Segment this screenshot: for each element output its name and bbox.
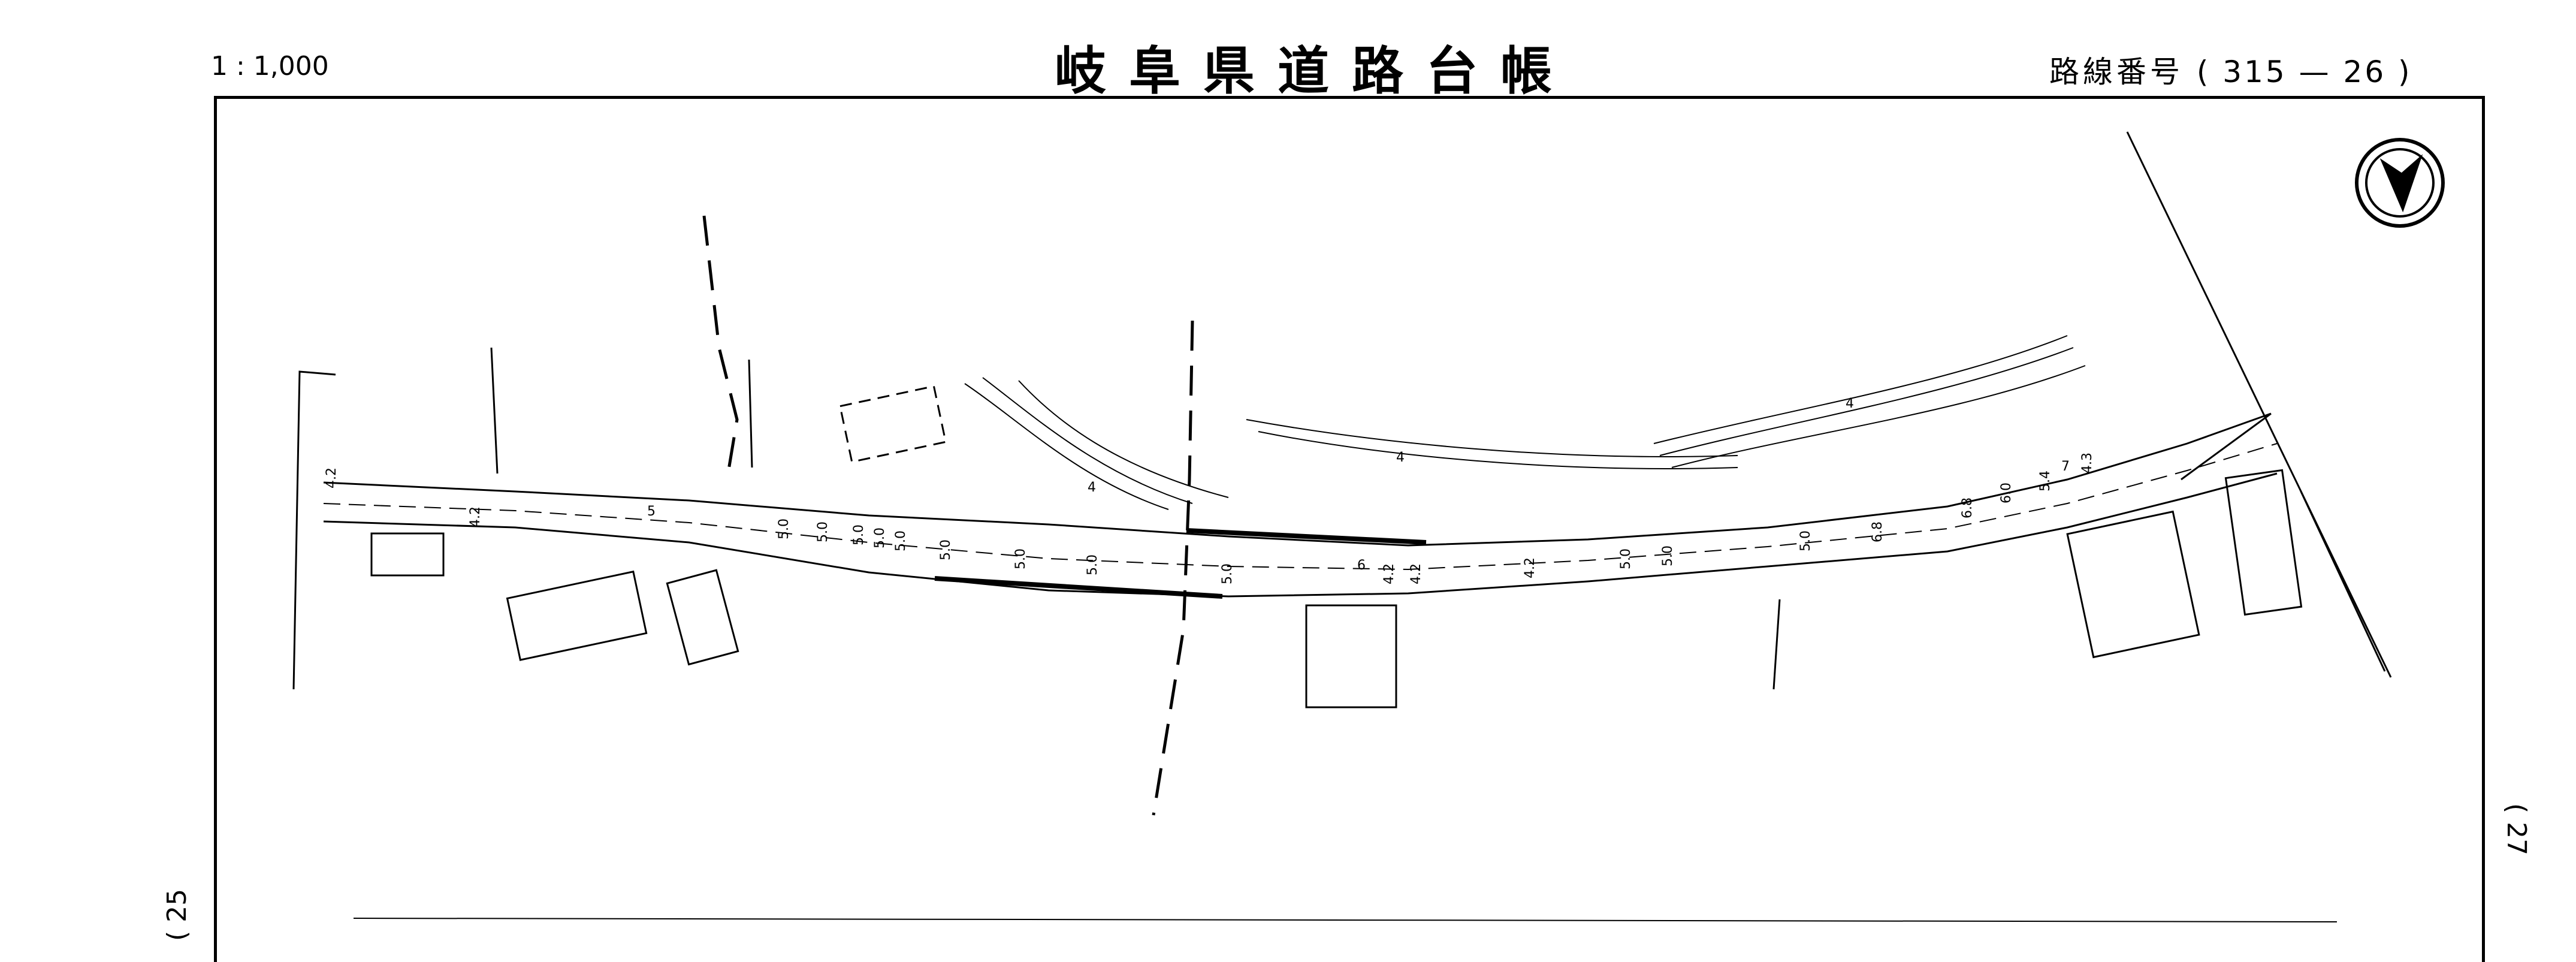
north-arrow-icon (2355, 138, 2445, 228)
route-label: 路線番号 (2049, 55, 2184, 89)
width-label: 4.2 (1523, 557, 1538, 578)
building (1305, 604, 1397, 708)
width-label: 5.0 (816, 521, 831, 542)
map-scale: 1 : 1,000 (211, 51, 329, 82)
section-boundary-left (702, 215, 739, 474)
width-label: 5.4 (2038, 471, 2053, 491)
contour-label: 4 (1396, 450, 1405, 465)
contour-line (1246, 419, 1738, 457)
contour-line (1018, 380, 1229, 498)
width-label: 5.0 (851, 524, 866, 545)
contour-line (1653, 335, 2068, 444)
contour-label: 4 (1846, 396, 1854, 411)
width-label: 6.8 (1960, 497, 1975, 518)
width-label: 4.2 (1382, 563, 1397, 584)
contour-label: 4 (1088, 480, 1096, 495)
contour-line (1671, 365, 2086, 468)
width-label: 5.0 (893, 530, 908, 551)
sheet-title: 岐阜県道路台帳 (1055, 41, 1575, 101)
width-label: 7 (2061, 459, 2070, 474)
width-label: 5.0 (872, 527, 887, 548)
building (839, 385, 947, 463)
building (506, 570, 648, 661)
width-label: 5.0 (1660, 545, 1675, 566)
width-label: 5 (647, 504, 656, 519)
route-number-block: 路線番号 ( 315 — 26 ) (2049, 48, 2412, 91)
contour-line (1659, 347, 2074, 456)
road-edge-upper (323, 412, 2272, 547)
width-label: 4.2 (1409, 563, 1424, 584)
bottom-reference-line (353, 918, 2338, 922)
map-frame (214, 96, 2485, 962)
width-label: 5.0 (1798, 530, 1813, 551)
section-boundary-mid (1152, 320, 1194, 816)
width-label: 4.2 (324, 468, 339, 488)
width-label: 5.0 (938, 539, 953, 560)
building (370, 532, 445, 577)
contour-line (982, 377, 1193, 504)
road-centerline (323, 443, 2278, 571)
width-label: 6 (1357, 558, 1366, 573)
width-label: 4.2 (468, 506, 483, 527)
width-label: 6.8 (1870, 521, 1885, 542)
width-label: 5.0 (1085, 554, 1100, 575)
width-label: 6.0 (1999, 482, 2014, 503)
width-label: 5.0 (1013, 548, 1028, 569)
width-label: 5.0 (1220, 563, 1235, 584)
width-label: 4.3 (2080, 453, 2095, 474)
road-map-drawing: 4.2 4.2 5 5.0 5.0 5.0 5.0 5.0 5.0 5.0 5.… (292, 131, 2445, 922)
width-label: 5.0 (1618, 548, 1633, 569)
route-number: ( 315 — 26 ) (2196, 55, 2412, 89)
building (2066, 510, 2200, 659)
road-edge-lower (323, 472, 2278, 598)
contour-line (964, 383, 1169, 510)
building (666, 569, 739, 666)
width-label: 5.0 (777, 518, 792, 539)
contour-line (1258, 431, 1738, 469)
building (2224, 469, 2303, 616)
